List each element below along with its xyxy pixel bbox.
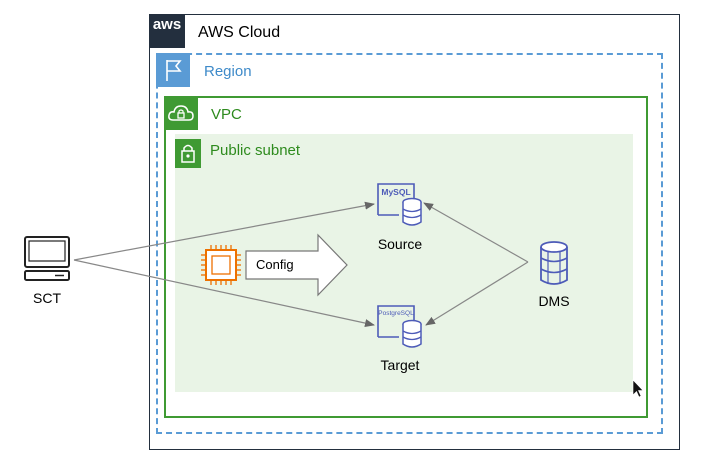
mouse-cursor-icon — [632, 379, 644, 398]
target-label: Target — [380, 357, 420, 373]
dms-label: DMS — [538, 293, 570, 309]
connector-dms-to-target — [425, 261, 529, 326]
postgresql-icon-text: PostgreSQL — [378, 310, 414, 317]
aws-logo-text: aws — [152, 16, 182, 33]
connector-sct-to-target — [73, 259, 375, 328]
connector-sct-to-source — [73, 201, 375, 261]
ec2-instance-icon — [201, 245, 241, 285]
sct-label: SCT — [33, 290, 61, 306]
desktop-computer-icon — [24, 236, 70, 281]
vpc-container — [164, 96, 648, 418]
config-label: Config — [256, 257, 294, 272]
database-migration-icon — [540, 241, 568, 285]
mysql-icon-text: MySQL — [381, 187, 411, 197]
connector-dms-to-source — [423, 202, 529, 263]
region-title: Region — [204, 63, 252, 80]
public-subnet-title: Public subnet — [210, 142, 301, 159]
aws-cloud-container — [149, 14, 680, 450]
vpc-cloud-lock-icon — [164, 96, 198, 130]
source-label: Source — [377, 236, 423, 252]
mysql-database-icon — [377, 183, 422, 226]
region-flag-icon — [156, 53, 190, 87]
config-block-arrow — [245, 233, 348, 297]
region-container — [156, 53, 663, 434]
subnet-lock-icon — [175, 139, 201, 168]
aws-cloud-title: AWS Cloud — [198, 24, 281, 41]
vpc-title: VPC — [211, 106, 242, 123]
aws-logo-icon — [149, 14, 185, 48]
postgresql-database-icon — [377, 305, 422, 348]
